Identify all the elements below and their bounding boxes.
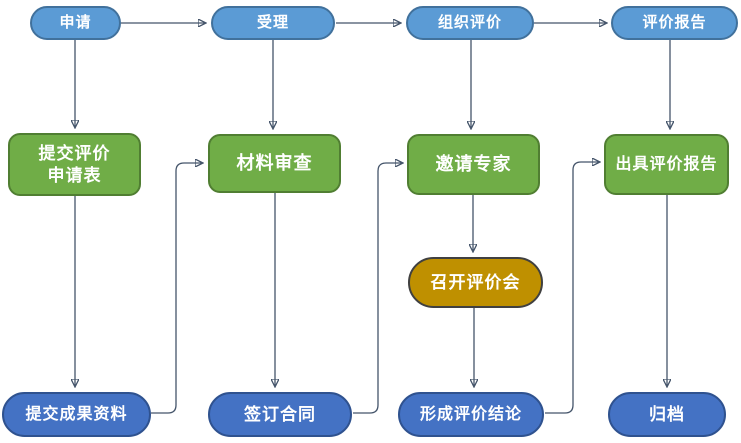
node-invite-experts: 邀请专家 [407,134,540,195]
node-submit-application-form: 提交评价 申请表 [8,133,141,196]
node-accept: 受理 [211,6,335,40]
node-hold-evaluation-meeting: 召开评价会 [408,257,543,308]
node-archive: 归档 [608,392,726,437]
node-issue-evaluation-report: 出具评价报告 [604,134,729,195]
node-material-review: 材料审查 [208,134,341,193]
node-apply: 申请 [30,6,121,40]
connector-submitmaterials-materialreview [151,163,202,414]
node-submit-achievement-materials: 提交成果资料 [2,392,151,437]
connector-signcontract-inviteexperts [353,163,402,414]
node-sign-contract: 签订合同 [208,392,352,437]
connector-conclusion-issuereport [545,162,599,414]
node-form-evaluation-conclusion: 形成评价结论 [398,392,544,437]
node-organize-evaluation: 组织评价 [406,6,534,40]
node-evaluation-report: 评价报告 [611,6,738,40]
